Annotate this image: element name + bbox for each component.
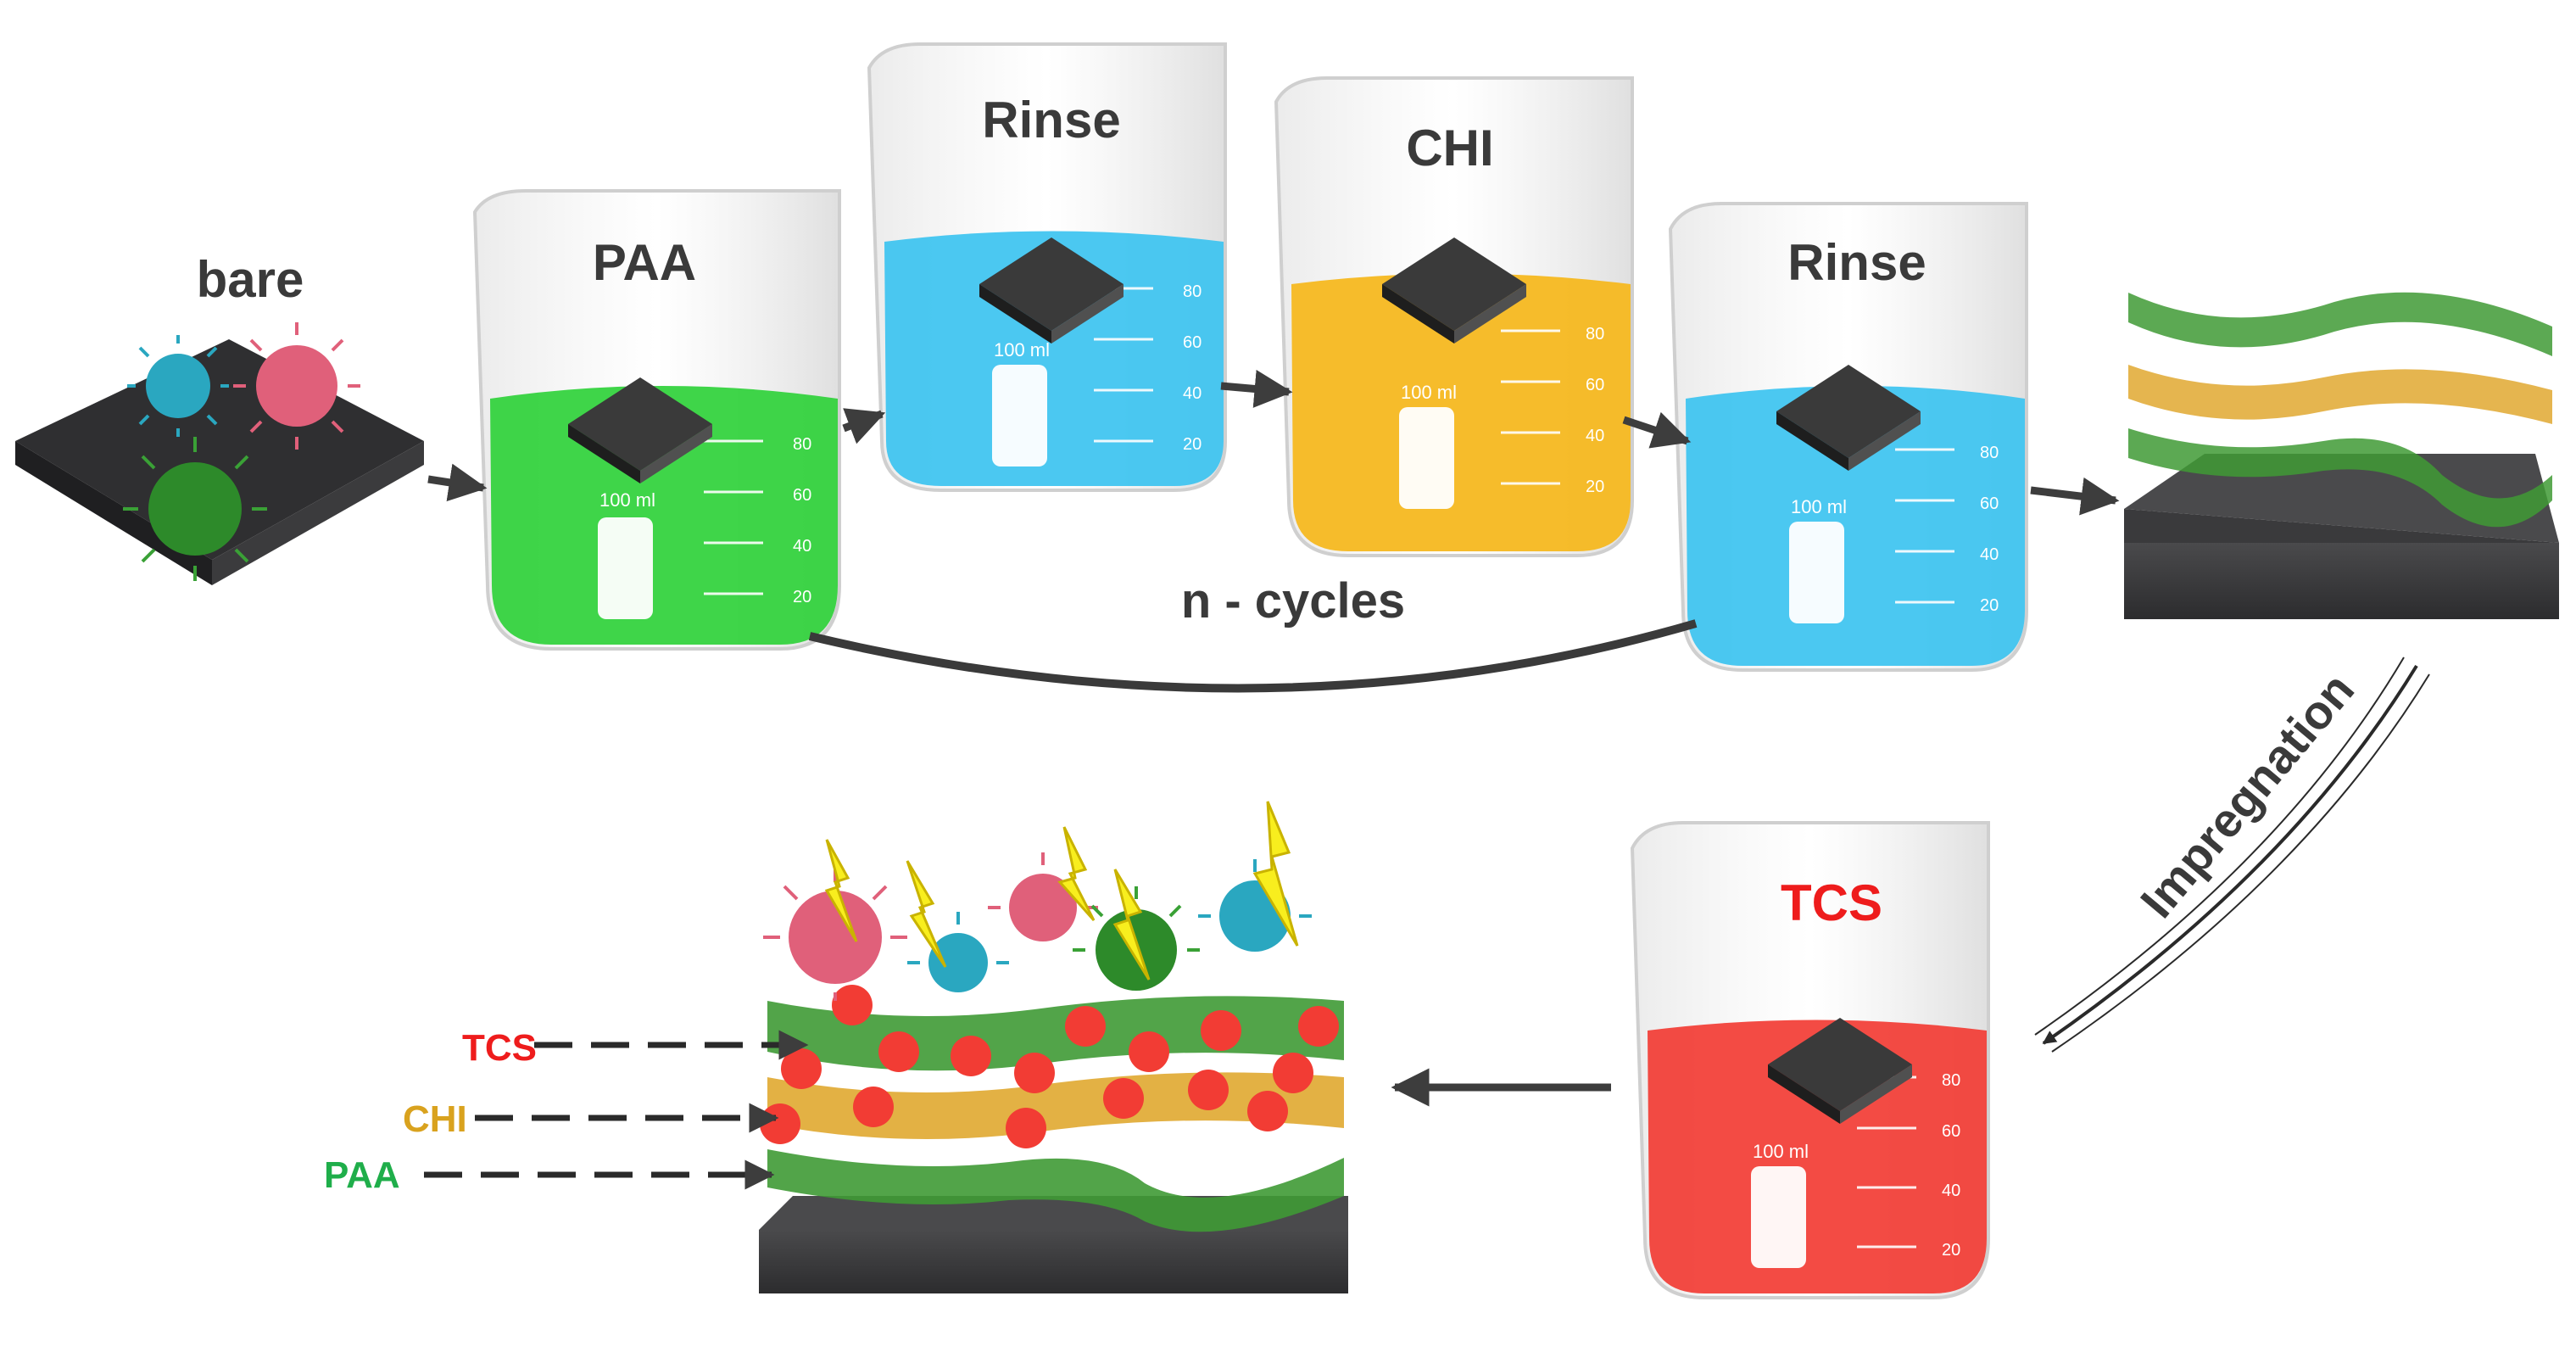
paa-volume-text: 100 ml	[599, 489, 655, 511]
coated-layers	[2128, 292, 2552, 528]
chip-rinse-1-icon	[979, 237, 1124, 344]
arrow-rinse-to-coated	[2030, 477, 2120, 516]
tcs-mark-60: 60	[1942, 1122, 1960, 1141]
label-n-cycles: n - cycles	[1181, 573, 1405, 629]
legend-arrows	[424, 1030, 809, 1190]
rinse2-mark-60: 60	[1980, 494, 1999, 513]
chi-mark-20: 20	[1586, 478, 1604, 496]
tcs-dot	[1201, 1010, 1241, 1051]
label-tcs-beaker: TCS	[1781, 874, 1882, 931]
tcs-dot	[1273, 1053, 1313, 1093]
lightning-icon	[1252, 801, 1299, 947]
rinse2-volume-text: 100 ml	[1791, 496, 1847, 517]
lightning-icon	[1112, 869, 1151, 980]
tcs-dot	[951, 1036, 991, 1076]
coated-substrate	[2124, 454, 2559, 619]
tcs-dot	[1298, 1006, 1339, 1047]
tcs-dot	[878, 1031, 919, 1072]
arrow-rinse-to-chi	[1220, 370, 1293, 408]
result-layer-paa-bottom	[767, 1149, 1344, 1232]
lightning-icon	[1057, 826, 1096, 921]
tcs-dot	[1129, 1031, 1169, 1072]
tcs-dot	[781, 1048, 822, 1089]
chi-mark-40: 40	[1586, 427, 1604, 445]
virus-cyan-icon	[127, 335, 229, 437]
tcs-mark-80: 80	[1942, 1071, 1960, 1090]
tcs-dot	[1247, 1091, 1288, 1131]
tcs-dot	[1103, 1078, 1144, 1119]
impregnation-arrow	[2034, 656, 2430, 1053]
paa-mark-80: 80	[793, 435, 811, 454]
tcs-dot	[760, 1103, 800, 1144]
rinse1-mark-40: 40	[1183, 384, 1202, 403]
paa-mark-40: 40	[793, 537, 811, 556]
chi-mark-80: 80	[1586, 325, 1604, 344]
lightning-icon	[824, 839, 858, 942]
chip-rinse-2-icon	[1776, 365, 1921, 471]
tcs-mark-20: 20	[1942, 1241, 1960, 1260]
chi-mark-60: 60	[1586, 376, 1604, 394]
label-paa: PAA	[593, 234, 696, 291]
legend-label-chi: CHI	[403, 1098, 467, 1140]
tcs-dot	[1188, 1070, 1229, 1110]
arrow-bare-to-paa	[427, 463, 488, 502]
virus-pink-icon	[233, 322, 360, 450]
coated-layer-paa-top	[2128, 292, 2552, 356]
lightning-icon	[906, 860, 947, 968]
arrow-paa-to-rinse	[842, 408, 886, 444]
coated-layer-chi	[2128, 365, 2552, 424]
tcs-mark-40: 40	[1942, 1182, 1960, 1200]
cycle-arrow	[808, 619, 1698, 693]
label-chi: CHI	[1406, 120, 1493, 176]
virus-cyan-small-icon	[907, 912, 1009, 992]
chip-tcs-icon	[1768, 1018, 1912, 1124]
virus-green-icon	[123, 437, 267, 581]
rinse2-mark-80: 80	[1980, 444, 1999, 462]
chip-chi-icon	[1382, 237, 1526, 344]
legend-label-tcs: TCS	[462, 1027, 537, 1069]
chip-paa-icon	[568, 377, 712, 483]
rinse1-mark-60: 60	[1183, 333, 1202, 352]
beaker-tcs: 100 ml 80 60 40 20	[1630, 821, 1990, 1299]
chi-volume-text: 100 ml	[1401, 382, 1457, 403]
label-bare: bare	[197, 251, 304, 308]
rinse1-mark-20: 20	[1183, 435, 1202, 454]
paa-mark-20: 20	[793, 588, 811, 606]
label-rinse-1: Rinse	[982, 92, 1120, 148]
label-impregnation: Impregnation	[2130, 662, 2364, 927]
paa-mark-60: 60	[793, 486, 811, 505]
tcs-dot	[1065, 1006, 1106, 1047]
lightning-icons	[824, 801, 1299, 980]
tcs-dot	[832, 985, 873, 1025]
rinse2-mark-20: 20	[1980, 596, 1999, 615]
tcs-dot	[853, 1087, 894, 1127]
tcs-dot	[1006, 1108, 1046, 1148]
rinse1-mark-80: 80	[1183, 282, 1202, 301]
legend-label-paa: PAA	[324, 1154, 400, 1196]
label-rinse-2: Rinse	[1787, 234, 1926, 291]
coated-layer-paa-bottom	[2128, 428, 2552, 528]
arrow-chi-to-rinse	[1622, 411, 1692, 449]
rinse1-volume-text: 100 ml	[994, 339, 1050, 360]
rinse2-mark-40: 40	[1980, 545, 1999, 564]
process-arrows	[427, 370, 2120, 1107]
tcs-particles	[760, 985, 1339, 1148]
tcs-dot	[1014, 1053, 1055, 1093]
tcs-volume-text: 100 ml	[1753, 1141, 1809, 1162]
